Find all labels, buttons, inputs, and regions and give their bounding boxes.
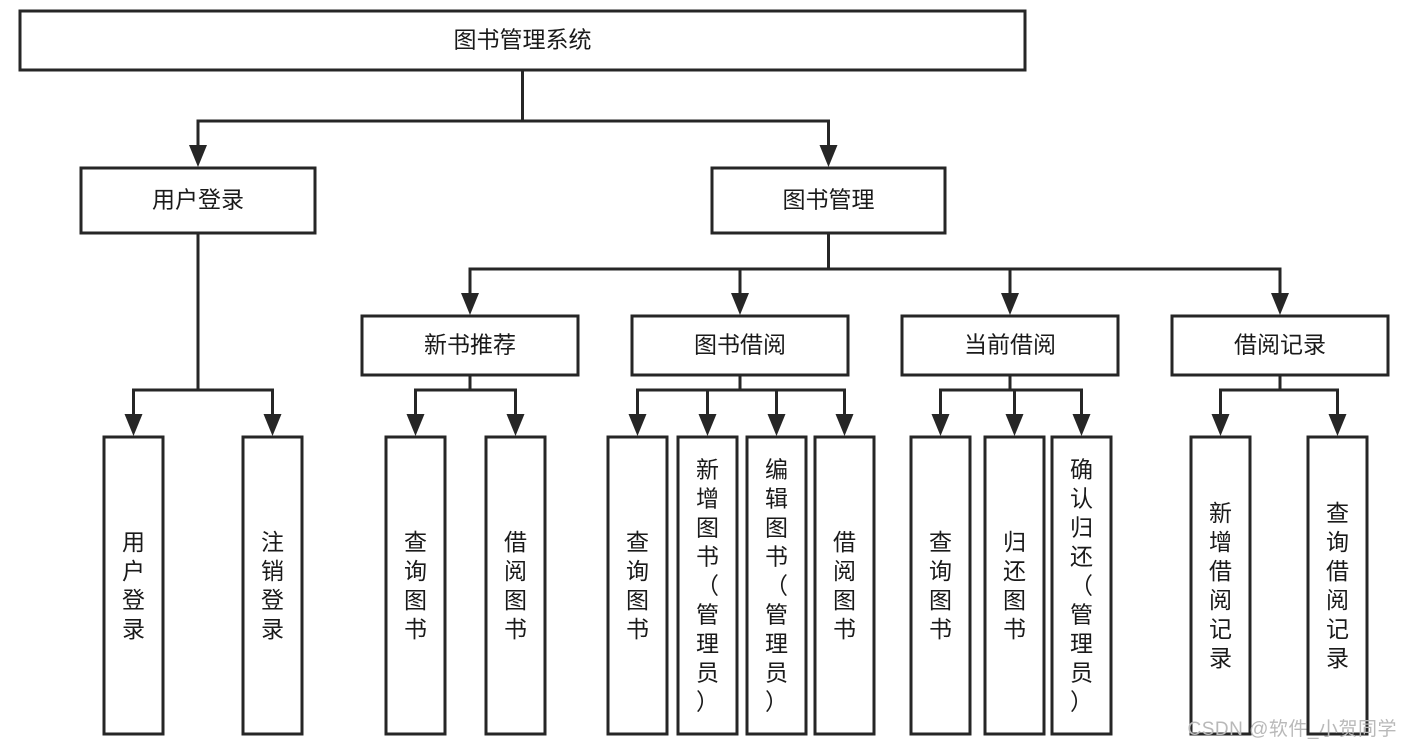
node-l3_2[interactable]: 当前借阅 xyxy=(900,314,1120,377)
node-l3_1[interactable]: 图书借阅 xyxy=(630,314,850,377)
node-l4_12[interactable]: 查询借阅记录 xyxy=(1306,435,1369,736)
node-label: 查询图书 xyxy=(626,529,649,642)
edge-group-l3_0 xyxy=(406,373,525,436)
edge-group-l2_0 xyxy=(124,231,282,436)
node-l4_11[interactable]: 新增借阅记录 xyxy=(1189,435,1252,736)
node-l3_3[interactable]: 借阅记录 xyxy=(1170,314,1390,377)
node-l4_8[interactable]: 查询图书 xyxy=(909,435,972,736)
node-label: 编辑图书（管理员） xyxy=(765,457,788,715)
node-label: 新增借阅记录 xyxy=(1209,500,1232,671)
node-l4_10[interactable]: 确认归还（管理员） xyxy=(1050,435,1113,736)
node-label: 当前借阅 xyxy=(964,332,1056,358)
node-label: 新书推荐 xyxy=(424,332,516,358)
edge-group-l3_1 xyxy=(628,373,854,436)
edge-group-l3_2 xyxy=(931,373,1091,436)
node-label: 图书管理 xyxy=(783,187,875,213)
node-l4_0[interactable]: 用户登录 xyxy=(102,435,165,736)
node-l4_5[interactable]: 新增图书（管理员） xyxy=(676,435,739,736)
node-label: 借阅图书 xyxy=(504,529,527,642)
node-label: 图书借阅 xyxy=(694,332,786,358)
node-root[interactable]: 图书管理系统 xyxy=(18,9,1027,72)
node-l4_9[interactable]: 归还图书 xyxy=(983,435,1046,736)
node-label: 新增图书（管理员） xyxy=(696,457,719,715)
node-l2_1[interactable]: 图书管理 xyxy=(710,166,947,235)
edge-group-root xyxy=(189,68,838,167)
node-label: 查询图书 xyxy=(929,529,952,642)
node-label: 借阅图书 xyxy=(833,529,856,642)
node-label: 用户登录 xyxy=(122,529,145,642)
edge-group-l3_3 xyxy=(1211,373,1347,436)
node-l4_1[interactable]: 注销登录 xyxy=(241,435,304,736)
node-l4_4[interactable]: 查询图书 xyxy=(606,435,669,736)
node-label: 注销登录 xyxy=(261,529,284,642)
node-label: 确认归还（管理员） xyxy=(1070,457,1093,715)
node-l3_0[interactable]: 新书推荐 xyxy=(360,314,580,377)
nodes-layer: 图书管理系统用户登录图书管理新书推荐图书借阅当前借阅借阅记录用户登录注销登录查询… xyxy=(18,9,1390,736)
node-label: 借阅记录 xyxy=(1234,332,1326,358)
node-label: 查询借阅记录 xyxy=(1326,500,1349,671)
node-l4_3[interactable]: 借阅图书 xyxy=(484,435,547,736)
node-label: 图书管理系统 xyxy=(454,27,592,53)
node-label: 归还图书 xyxy=(1003,529,1026,642)
node-label: 查询图书 xyxy=(404,529,427,642)
node-l2_0[interactable]: 用户登录 xyxy=(79,166,317,235)
edge-group-l2_1 xyxy=(461,231,1289,315)
node-l4_6[interactable]: 编辑图书（管理员） xyxy=(745,435,808,736)
edges-layer xyxy=(124,68,1347,436)
node-l4_7[interactable]: 借阅图书 xyxy=(813,435,876,736)
node-l4_2[interactable]: 查询图书 xyxy=(384,435,447,736)
node-label: 用户登录 xyxy=(152,187,244,213)
